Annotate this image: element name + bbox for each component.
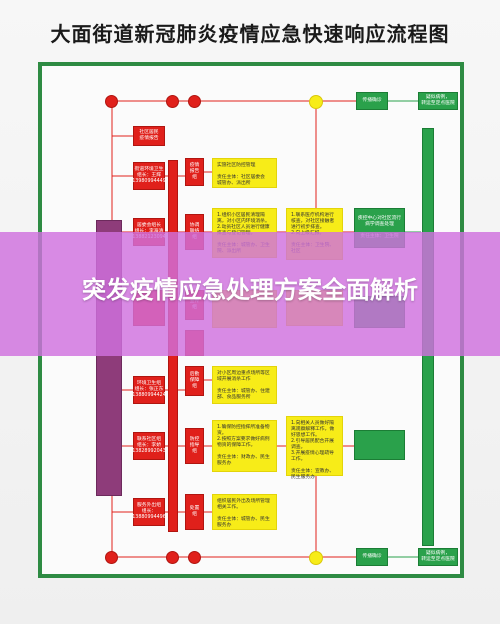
- start-circle-bottom: [105, 551, 118, 564]
- yellow-box-6: 组织居民外出及场所管理相关工作。 责任主体：城管办、民生服务办: [212, 494, 277, 530]
- start-circle-top: [105, 95, 118, 108]
- yellow-box-5: 1.确保防控指挥所准备物资。 2.按照方案要求做好病例物资的保障工作。 责任主体…: [212, 420, 277, 472]
- middle-red-box-7: 处置 组: [185, 494, 204, 530]
- left-red-box-6: 联系社区组 组长：李娇 13828992043: [132, 432, 166, 460]
- overlay-banner: [0, 232, 500, 356]
- page-title: 大面街道新冠肺炎疫情应急快速响应流程图: [50, 22, 450, 46]
- node-circle-top-1: [166, 95, 179, 108]
- bottom-green-box-left: 传播确诊: [356, 548, 388, 566]
- bottom-green-box-right: 疑似病例， 转运至定点医院: [418, 548, 458, 566]
- left-red-box-2: 街道环境卫生 组长：王辉 13980994449: [132, 162, 166, 190]
- node-circle-top-2: [188, 95, 201, 108]
- yellow-box-4: 对小区周边重点场所等区域开展消杀工作 责任主体：城管办、住建部、食品服务所: [212, 366, 277, 404]
- middle-red-box-6: 防控 指导 组: [185, 428, 204, 464]
- middle-red-box-5: 后勤 保障 组: [185, 366, 204, 396]
- yellow-box-1: 实施社区防控管理 责任主体：社区居委会 城管办、派出所: [212, 158, 277, 188]
- top-green-box-right: 疑似病例， 转运至定点医院: [418, 92, 458, 110]
- top-green-box-left: 传播确诊: [356, 92, 388, 110]
- node-circle-bottom-1: [166, 551, 179, 564]
- middle-red-box-1: 疫情 报告 组: [185, 158, 204, 186]
- left-red-box-5: 环境卫生组 组长：张正东 13880994424: [132, 376, 166, 404]
- right-yellow-box-3: 1.向相关人员做好隔离观察解释工作，做好思想工作。 2.引导居民配合开展调查。 …: [286, 416, 343, 480]
- node-circle-bottom-2: [188, 551, 201, 564]
- left-red-box-7: 服务外出组 组长： 13880994496: [132, 498, 166, 526]
- overlay-title: 突发疫情应急处理方案全面解析: [82, 276, 418, 304]
- green-mid-box-3: [354, 430, 405, 460]
- decision-circle-top: [309, 95, 323, 109]
- decision-circle-bottom: [309, 551, 323, 565]
- left-red-box-1: 社区居民 疫情报告: [133, 126, 165, 146]
